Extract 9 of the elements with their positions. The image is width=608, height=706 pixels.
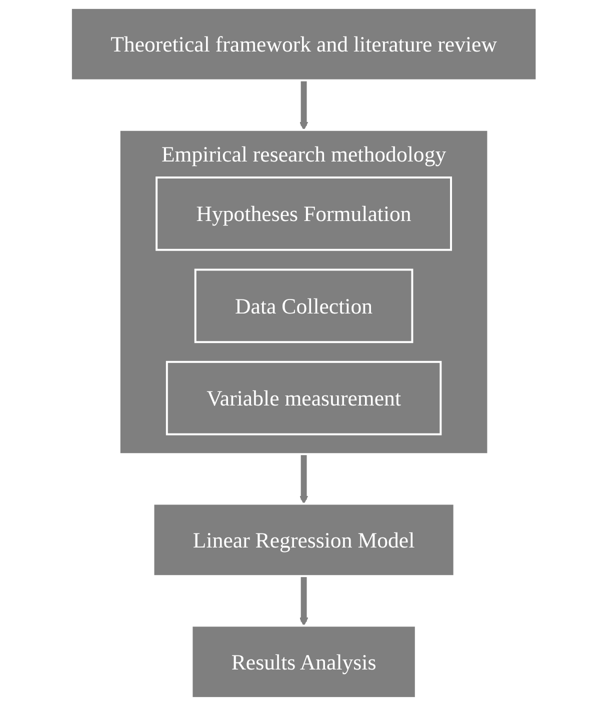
arrow <box>300 454 308 504</box>
node-box: Results Analysis <box>190 624 418 700</box>
node-box: Linear Regression Model <box>152 502 456 578</box>
node-box: Theoretical framework and literature review <box>70 6 538 82</box>
node-box: Hypotheses Formulation <box>156 176 452 251</box>
node-box: Data Collection <box>194 268 414 344</box>
node-box: Variable measurement <box>166 360 442 436</box>
arrow <box>300 576 308 626</box>
arrow <box>300 80 308 130</box>
